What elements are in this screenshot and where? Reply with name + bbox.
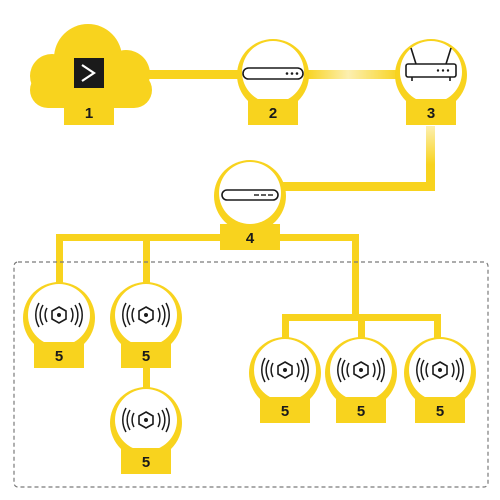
label-badge-5: [336, 397, 386, 423]
label-badge-5: [121, 448, 171, 474]
link-modem-router: [306, 70, 400, 79]
drop-ap-1: [56, 234, 63, 284]
access-point-group-frame: [13, 261, 489, 488]
label-badge-4: [220, 224, 280, 250]
node-ap-1: 5: [23, 282, 95, 368]
label-badge-5: [415, 397, 465, 423]
label-badge-5: [34, 342, 84, 368]
node-label-4: 4: [246, 230, 255, 247]
router-icon: [405, 47, 457, 81]
node-ap-4: 5: [249, 337, 321, 423]
node-cloud: 1: [30, 24, 152, 125]
link-ap2-ap3: [143, 366, 150, 394]
node-label-1: 1: [85, 105, 93, 122]
node-label-5: 5: [142, 454, 150, 471]
label-badge-3: [406, 99, 456, 125]
node-ap-6: 5: [404, 337, 476, 423]
drop-ap-6: [434, 314, 441, 340]
label-badge-2: [248, 99, 298, 125]
drop-ap-4: [282, 314, 289, 340]
connectors: [56, 70, 441, 394]
switch-icon: [221, 189, 279, 201]
node-label-2: 2: [269, 105, 277, 122]
node-label-5: 5: [55, 348, 63, 365]
label-badge-5: [260, 397, 310, 423]
node-label-5: 5: [142, 348, 150, 365]
drop-ap-2: [143, 234, 150, 284]
node-ap-2: 5: [110, 282, 182, 368]
node-label-3: 3: [427, 105, 435, 122]
link-router-switch: [283, 182, 435, 191]
drop-right-group: [352, 234, 359, 320]
modem-icon: [242, 67, 304, 80]
link-router-down: [426, 126, 435, 190]
label-badge-5: [121, 342, 171, 368]
node-label-5: 5: [436, 403, 444, 420]
link-cloud-modem: [148, 70, 240, 79]
node-modem: 2: [237, 39, 309, 125]
node-router: 3: [395, 39, 467, 125]
drop-ap-5: [358, 314, 365, 340]
node-label-5: 5: [357, 403, 365, 420]
node-switch: 4: [214, 160, 286, 250]
label-badge-1: [64, 99, 114, 125]
node-ap-5: 5: [325, 337, 397, 423]
terminal-prompt-icon: [74, 58, 104, 88]
node-label-5: 5: [281, 403, 289, 420]
node-ap-3: 5: [110, 387, 182, 474]
bus-switch: [56, 234, 359, 241]
